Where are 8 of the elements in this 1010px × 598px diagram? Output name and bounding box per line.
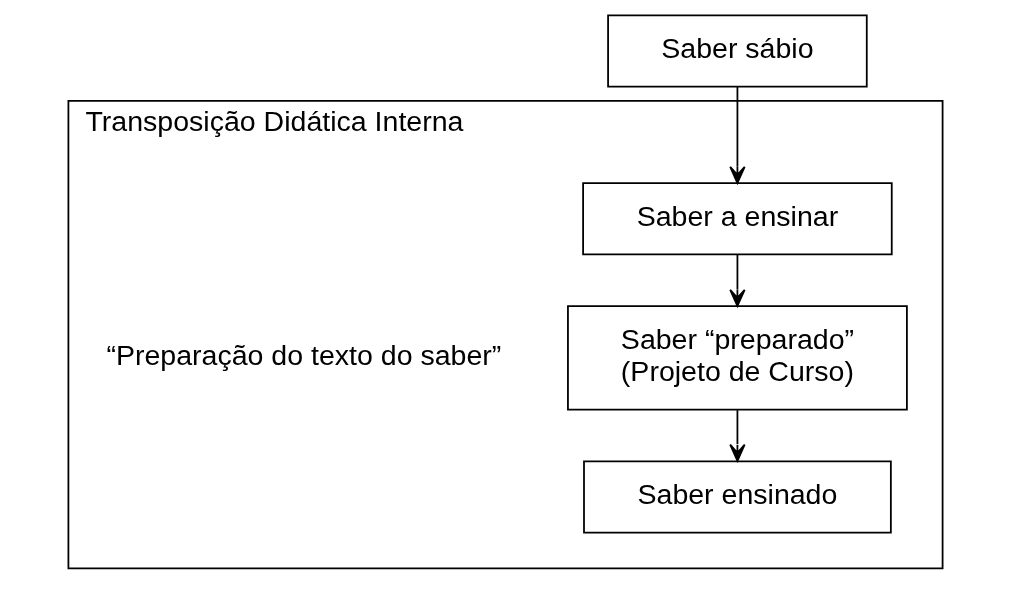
label: “Preparação do texto do saber” [105,338,501,371]
arrow [728,85,746,184]
arrow [728,253,746,307]
arrow [728,409,746,462]
node-box: Saber “preparado” (Projeto de Curso) [566,305,908,411]
node-box: Saber a ensinar [581,182,893,256]
node-box: Saber ensinado [582,460,892,534]
node-box: Saber sábio [606,14,868,88]
